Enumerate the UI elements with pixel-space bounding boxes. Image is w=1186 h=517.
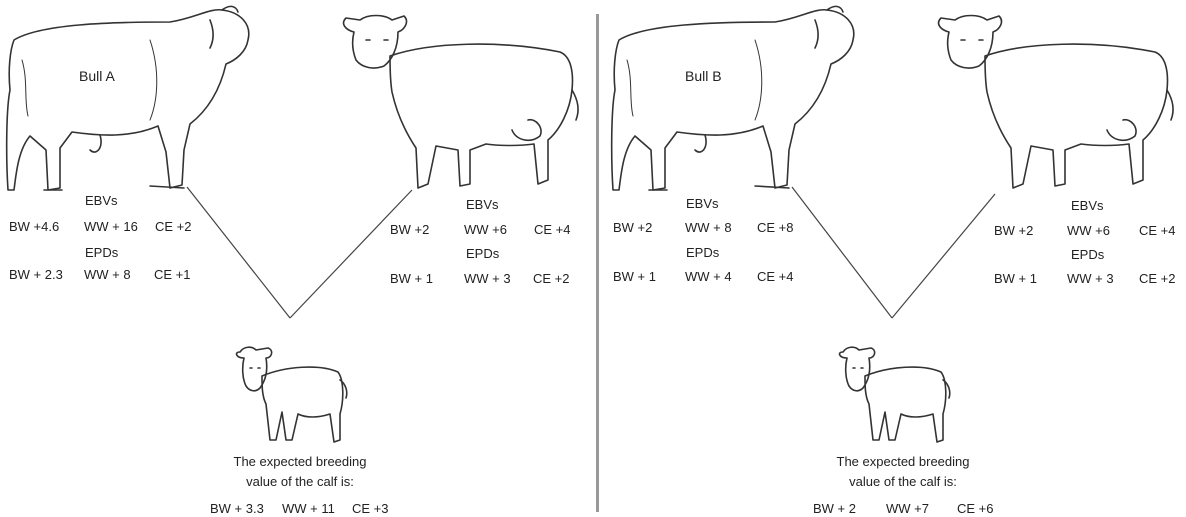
dam-ebv-bw: BW +2: [994, 224, 1033, 237]
sire-epd-ww: WW + 4: [685, 270, 732, 283]
bull-label: Bull B: [685, 69, 722, 83]
calf-caption-line2: value of the calf is:: [798, 472, 1008, 492]
cow-icon: [344, 16, 579, 189]
calf-ce: CE +6: [957, 502, 994, 515]
bull-icon: [612, 6, 854, 190]
sire-epd-ww: WW + 8: [84, 268, 131, 281]
cow-icon: [939, 16, 1174, 189]
dam-epd-bw: BW + 1: [390, 272, 433, 285]
calf-bw: BW + 3.3: [210, 502, 264, 515]
sire-epd-title: EPDs: [85, 246, 118, 259]
calf-caption: The expected breeding value of the calf …: [195, 452, 405, 492]
dam-ebv-ww: WW +6: [464, 223, 507, 236]
sire-ebv-ww: WW + 8: [685, 221, 732, 234]
sire-ebv-bw: BW +2: [613, 221, 652, 234]
sire-ebv-title: EBVs: [85, 194, 118, 207]
dam-epd-title: EPDs: [466, 247, 499, 260]
parentage-lines: [187, 187, 412, 318]
dam-epd-ww: WW + 3: [1067, 272, 1114, 285]
panel-bull-a: Bull A EBVs BW +4.6 WW + 16 CE +2 EPDs B…: [0, 0, 593, 517]
sire-epd-ce: CE +1: [154, 268, 191, 281]
dam-epd-ww: WW + 3: [464, 272, 511, 285]
sire-ebv-ww: WW + 16: [84, 220, 138, 233]
dam-epd-ce: CE +2: [533, 272, 570, 285]
bull-label: Bull A: [79, 69, 115, 83]
dam-epd-bw: BW + 1: [994, 272, 1037, 285]
dam-ebv-ce: CE +4: [1139, 224, 1176, 237]
calf-ww: WW +7: [886, 502, 929, 515]
dam-ebv-ww: WW +6: [1067, 224, 1110, 237]
panel-divider: [596, 14, 599, 512]
calf-ce: CE +3: [352, 502, 389, 515]
sire-ebv-title: EBVs: [686, 197, 719, 210]
sire-ebv-ce: CE +2: [155, 220, 192, 233]
dam-epd-title: EPDs: [1071, 248, 1104, 261]
dam-ebv-ce: CE +4: [534, 223, 571, 236]
bull-icon: [7, 6, 249, 190]
dam-epd-ce: CE +2: [1139, 272, 1176, 285]
dam-ebv-bw: BW +2: [390, 223, 429, 236]
calf-caption-line1: The expected breeding: [798, 452, 1008, 472]
panel-bull-b: Bull B EBVs BW +2 WW + 8 CE +8 EPDs BW +…: [605, 0, 1186, 517]
calf-caption-line2: value of the calf is:: [195, 472, 405, 492]
sire-ebv-bw: BW +4.6: [9, 220, 59, 233]
calf-icon: [840, 347, 950, 442]
dam-ebv-title: EBVs: [466, 198, 499, 211]
sire-epd-ce: CE +4: [757, 270, 794, 283]
calf-caption-line1: The expected breeding: [195, 452, 405, 472]
calf-ww: WW + 11: [282, 502, 335, 515]
calf-icon: [237, 347, 347, 442]
sire-epd-title: EPDs: [686, 246, 719, 259]
parentage-lines: [792, 187, 995, 318]
sire-epd-bw: BW + 2.3: [9, 268, 63, 281]
sire-epd-bw: BW + 1: [613, 270, 656, 283]
calf-bw: BW + 2: [813, 502, 856, 515]
dam-ebv-title: EBVs: [1071, 199, 1104, 212]
calf-caption: The expected breeding value of the calf …: [798, 452, 1008, 492]
sire-ebv-ce: CE +8: [757, 221, 794, 234]
